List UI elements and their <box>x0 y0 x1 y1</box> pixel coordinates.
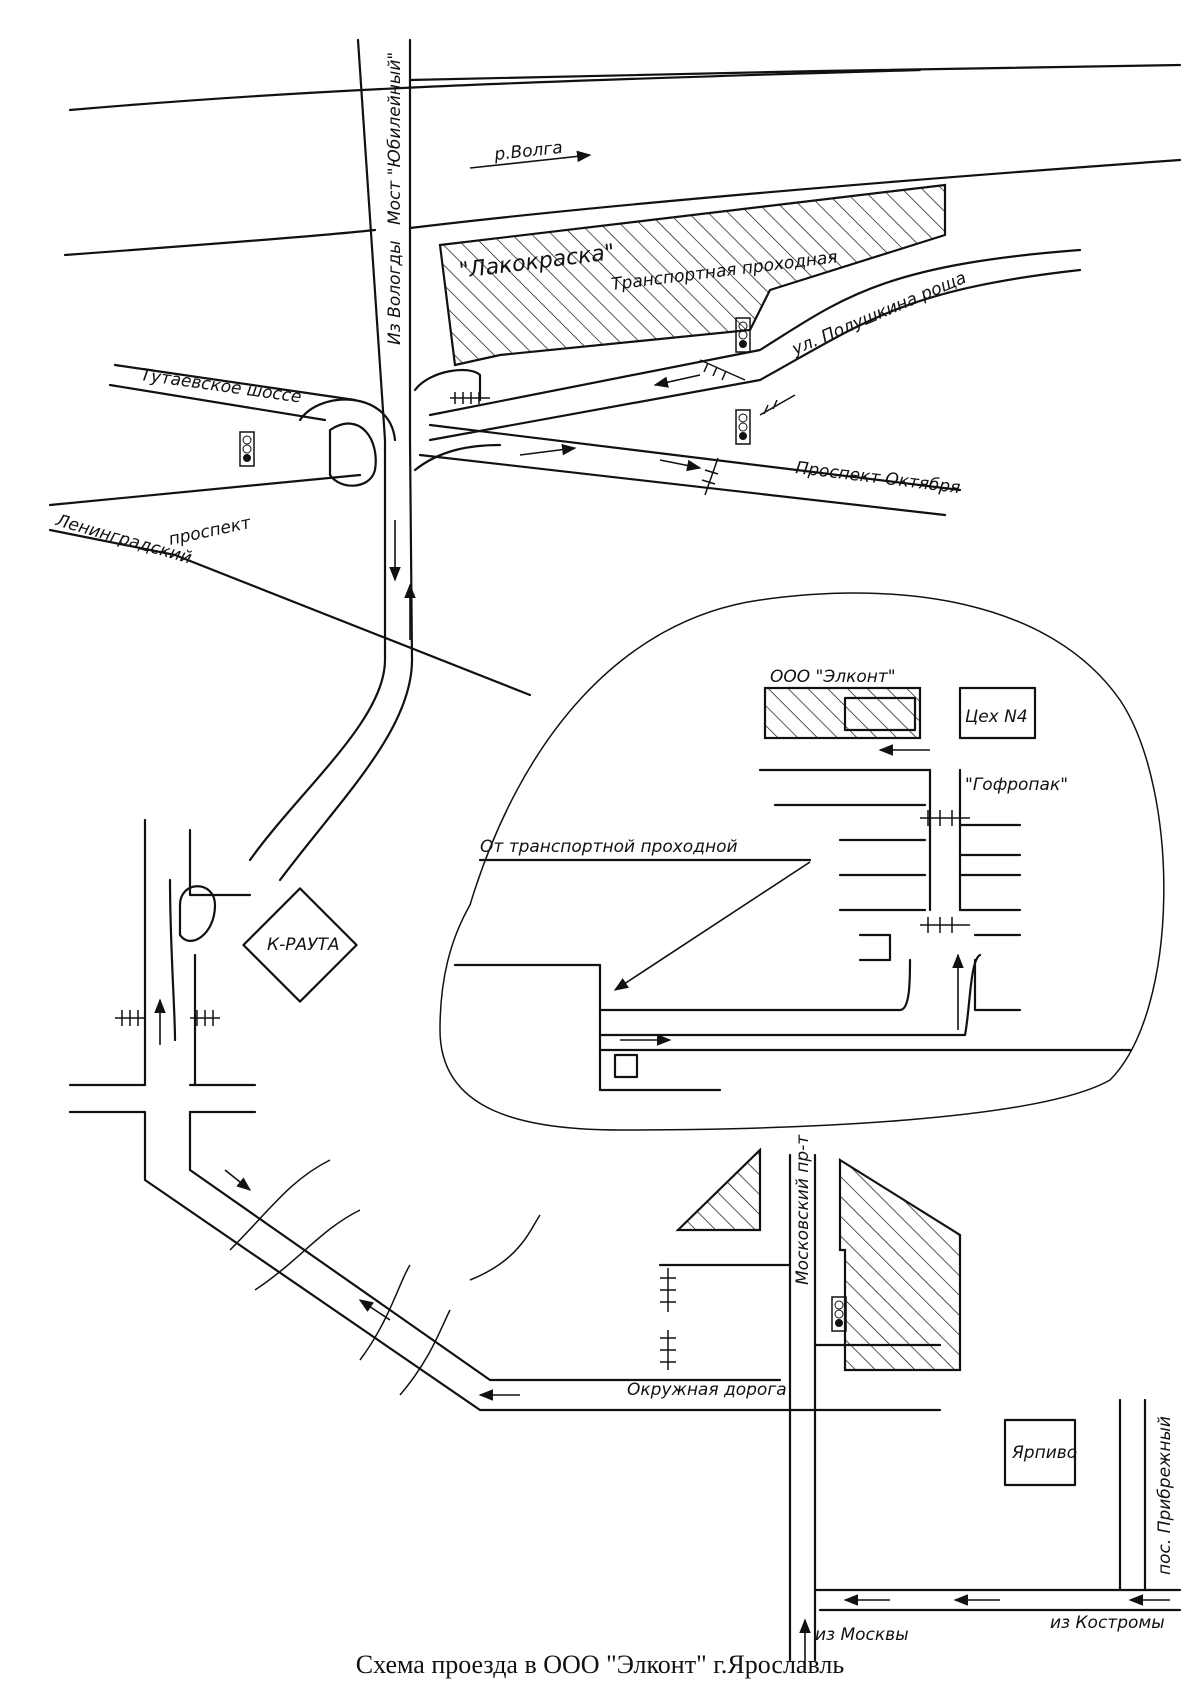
elkont-label: ООО "Элконт" <box>770 667 896 687</box>
pos-pribrezhny-label: пос. Прибрежный <box>1155 1416 1175 1575</box>
bridge-label: Мост "Юбилейный" <box>385 52 405 225</box>
pointer-arrow-icon <box>613 861 811 991</box>
moskovsky-area: Ярпиво Московский пр-т пос. Прибрежный и… <box>658 1134 1182 1662</box>
k-rauta-area: К-РАУТА Окружная дорога <box>68 818 942 1412</box>
moskovsky-label: Московский пр-т <box>793 1134 813 1285</box>
stream-lines <box>229 1159 541 1396</box>
yarpivo-label: Ярпиво <box>1011 1443 1077 1463</box>
yarpivo-building <box>1003 1418 1077 1487</box>
interchange <box>298 368 502 487</box>
direction-arrow-icon <box>154 374 1170 1670</box>
traffic-light-icon <box>239 431 255 467</box>
traffic-light-icon <box>831 1296 847 1332</box>
traffic-light-icon <box>735 409 751 445</box>
polushkina-label: ул. Полушкина роща <box>788 268 969 360</box>
oktyabrya-label: Проспект Октября <box>794 458 961 498</box>
from-gate-label: От транспортной проходной <box>480 837 738 857</box>
road-leningradsky: Ленинградский проспект <box>48 473 532 697</box>
lakokraska-factory: "Лакокраска" Транспортная проходная <box>438 183 947 367</box>
inset-elkont-site: ООО "Элконт" Цех N4 "Гофропак" От трансп… <box>439 592 1165 1131</box>
map-caption: Схема проезда в ООО "Элконт" г.Ярославль <box>355 1650 845 1679</box>
river-flow-arrow-icon <box>469 150 592 169</box>
okruzhnaya-label: Окружная дорога <box>627 1380 787 1400</box>
bridge-road: Мост "Юбилейный" Из Вологды <box>248 38 414 882</box>
volga-label: р.Волга <box>492 138 563 165</box>
prospekt-label: проспект <box>167 513 254 550</box>
k-rauta-label: К-РАУТА <box>267 935 339 955</box>
from-vologda-label: Из Вологды <box>385 240 405 345</box>
road-tutaevskoe-oktyabrya: Тутаевское шоссе Проспект Октября <box>108 363 961 517</box>
from-kostroma-label: из Костромы <box>1050 1613 1165 1633</box>
gofropak-label: "Гофропак" <box>965 775 1068 795</box>
tseh-label: Цех N4 <box>965 707 1028 727</box>
rail-crossing-icon <box>115 359 970 1370</box>
traffic-light-icon <box>735 317 751 353</box>
from-moscow-label: из Москвы <box>815 1625 909 1645</box>
tutaevskoe-label: Тутаевское шоссе <box>139 365 302 407</box>
